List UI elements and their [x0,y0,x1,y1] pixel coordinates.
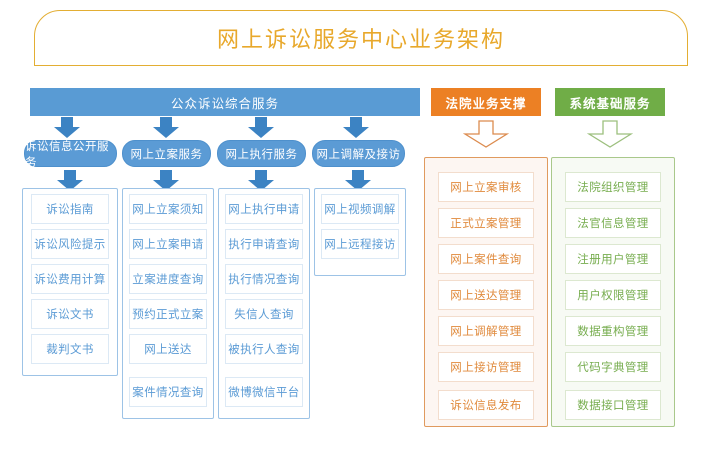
list-item[interactable]: 被执行人查询 [225,334,303,364]
arrow-down-filled-icon [343,117,369,138]
list-item[interactable]: 法官信息管理 [565,208,661,238]
page-title: 网上诉讼服务中心业务架构 [216,27,505,52]
list-item[interactable]: 诉讼风险提示 [31,229,109,259]
list-item[interactable]: 用户权限管理 [565,280,661,310]
arrow-down-filled-icon [153,170,179,191]
arrow-down-outline-icon [463,120,509,148]
service-pill-online-filing[interactable]: 网上立案服务 [122,140,211,167]
arrow-down-outline-icon [587,120,633,148]
arrow-down-filled-icon [153,117,179,138]
list-item[interactable]: 预约正式立案 [129,299,207,329]
list-item[interactable]: 诉讼文书 [31,299,109,329]
list-item[interactable]: 诉讼信息发布 [438,390,534,420]
service-pill-online-enforcement[interactable]: 网上执行服务 [217,140,306,167]
header-court-support: 法院业务支撑 [431,88,541,116]
arrow-down-filled-icon [248,117,274,138]
diagram-title-banner: 网上诉讼服务中心业务架构 [34,10,688,66]
arrow-down-filled-icon [57,170,83,191]
list-item[interactable]: 代码字典管理 [565,352,661,382]
list-item[interactable]: 正式立案管理 [438,208,534,238]
list-item[interactable]: 执行情况查询 [225,264,303,294]
service-pill-online-mediation-reception[interactable]: 网上调解及接访 [312,140,405,167]
list-item[interactable]: 数据重构管理 [565,316,661,346]
list-item[interactable]: 网上案件查询 [438,244,534,274]
arrow-down-filled-icon [345,170,371,191]
list-item[interactable]: 数据接口管理 [565,390,661,420]
list-item[interactable]: 注册用户管理 [565,244,661,274]
list-item[interactable]: 网上立案申请 [129,229,207,259]
list-item[interactable]: 诉讼费用计算 [31,264,109,294]
list-item[interactable]: 案件情况查询 [129,377,207,407]
list-item[interactable]: 网上调解管理 [438,316,534,346]
service-pill-litigation-info-disclosure[interactable]: 诉讼信息公开服务 [24,140,117,169]
list-item[interactable]: 网上送达管理 [438,280,534,310]
list-item[interactable]: 微博微信平台 [225,377,303,407]
arrow-down-filled-icon [54,117,80,138]
list-item[interactable]: 失信人查询 [225,299,303,329]
header-system-services: 系统基础服务 [555,88,665,116]
list-item[interactable]: 网上执行申请 [225,194,303,224]
list-item[interactable]: 执行申请查询 [225,229,303,259]
list-item[interactable]: 网上接访管理 [438,352,534,382]
list-item[interactable]: 网上立案须知 [129,194,207,224]
list-item[interactable]: 法院组织管理 [565,172,661,202]
list-item[interactable]: 网上视频调解 [321,194,399,224]
list-item[interactable]: 裁判文书 [31,334,109,364]
header-public-services: 公众诉讼综合服务 [30,88,420,116]
list-item[interactable]: 网上立案审核 [438,172,534,202]
arrow-down-filled-icon [248,170,274,191]
list-item[interactable]: 立案进度查询 [129,264,207,294]
list-item[interactable]: 网上送达 [129,334,207,364]
list-item[interactable]: 网上远程接访 [321,229,399,259]
list-item[interactable]: 诉讼指南 [31,194,109,224]
